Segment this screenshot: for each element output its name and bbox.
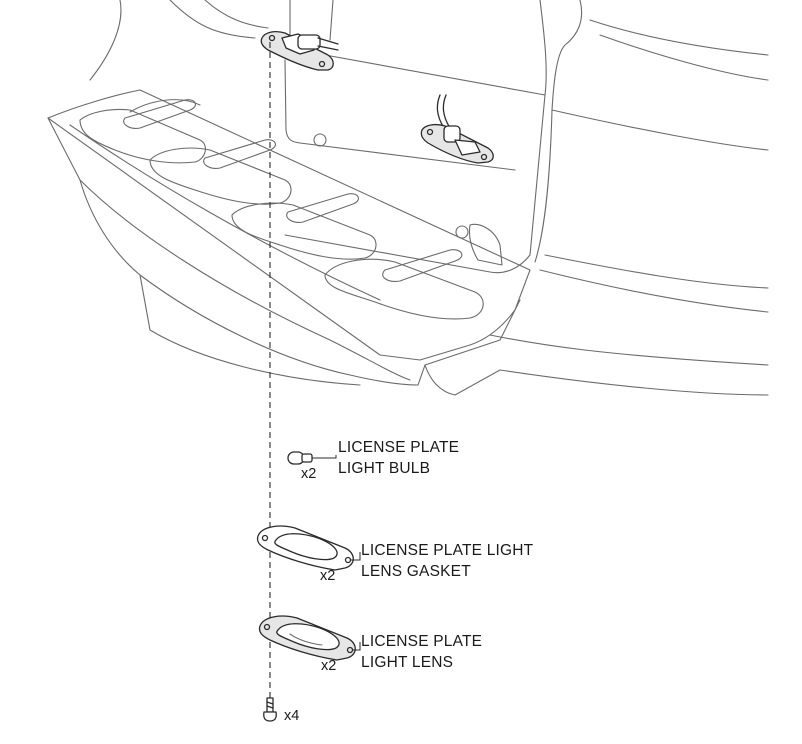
license-plate-light-lens-gasket: [256, 525, 361, 571]
gasket-label-line1: LICENSE PLATE LIGHT: [361, 542, 534, 559]
vehicle-rear-bumper: [47, 0, 769, 396]
gasket-quantity: x2: [320, 568, 336, 584]
step-pad-1: [79, 99, 206, 164]
gasket-label-line2: LENS GASKET: [361, 563, 471, 580]
left-light-assembly-installed: [260, 31, 339, 71]
mounting-screw: [263, 697, 277, 722]
bulb-quantity: x2: [301, 466, 317, 482]
lens-label-line1: LICENSE PLATE: [361, 633, 483, 650]
bulb-label-line1: LICENSE PLATE: [338, 439, 460, 456]
screw-quantity: x4: [284, 708, 300, 724]
step-pad-4: [324, 249, 484, 320]
lens-quantity: x2: [321, 658, 337, 674]
license-plate-light-lens: [258, 615, 361, 661]
right-light-assembly-installed: [420, 94, 494, 164]
step-pad-3: [231, 193, 377, 260]
bulb-label-line2: LIGHT BULB: [338, 460, 431, 477]
license-plate-light-bulb: [287, 451, 337, 465]
lens-label-line2: LIGHT LENS: [361, 654, 454, 671]
